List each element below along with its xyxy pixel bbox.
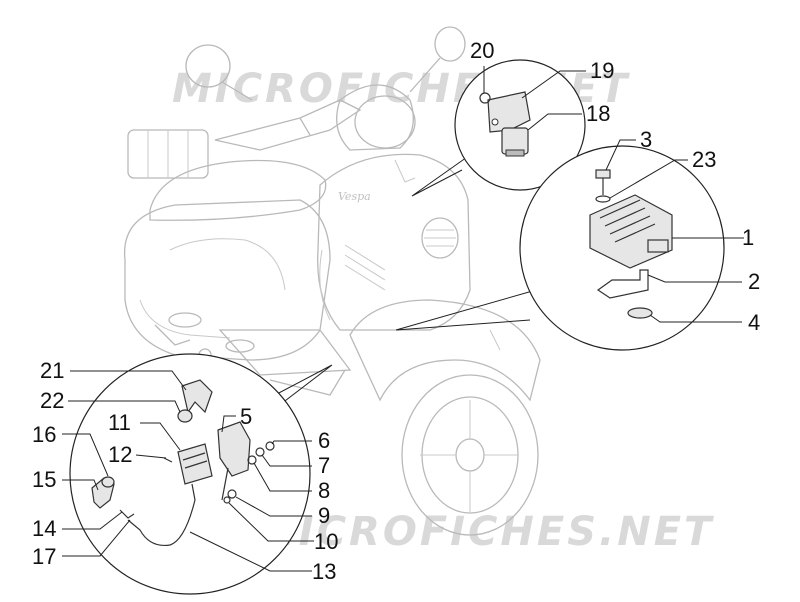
callout-22: 22: [40, 388, 64, 413]
support-bracket-part: [217, 421, 251, 477]
cable-part: [127, 499, 196, 547]
callout-18: 18: [586, 101, 610, 126]
callout-16: 16: [32, 422, 56, 447]
bolt-part: [595, 169, 611, 179]
callout-2: 2: [748, 269, 760, 294]
callout-9: 9: [318, 503, 330, 528]
callout-7: 7: [318, 453, 330, 478]
callout-5: 5: [240, 404, 252, 429]
callout-19: 19: [590, 58, 614, 83]
callout-21: 21: [40, 358, 64, 383]
callout-23: 23: [692, 147, 716, 172]
callout-1: 1: [742, 225, 754, 250]
callout-17: 17: [32, 544, 56, 569]
washer-part: [595, 195, 611, 203]
callout-6: 6: [318, 428, 330, 453]
sensor-cap-part: [101, 476, 115, 488]
callout-11: 11: [108, 410, 131, 435]
detail-circle-bottom: [69, 353, 311, 595]
brand-script: Vespa: [338, 190, 371, 203]
watermark-bottom: MICROFICHES.NET: [256, 509, 714, 555]
detail-circle-right: [519, 145, 725, 351]
plate-part: [627, 307, 653, 319]
callout-labels: 1 2 3 4 5 6 7 8 9 10 11 12 13 14 15 16 1…: [32, 38, 760, 584]
cap-part: [177, 409, 193, 423]
detail-circle-top: [454, 59, 586, 191]
callout-14: 14: [32, 516, 56, 541]
nut-9-part: [227, 489, 237, 499]
nut-part: [479, 92, 491, 104]
washer-6-part: [265, 441, 275, 451]
callout-20: 20: [470, 38, 494, 63]
callout-4: 4: [748, 310, 760, 335]
callout-12: 12: [108, 442, 132, 467]
control-unit-part: [177, 443, 213, 485]
mounting-plate-part: [596, 269, 649, 299]
callout-10: 10: [314, 529, 338, 554]
leader-lines: [62, 66, 744, 572]
nut-10-part: [223, 496, 231, 504]
washer-7-part: [255, 447, 265, 457]
callout-8: 8: [318, 478, 330, 503]
callout-3: 3: [640, 127, 652, 152]
terminal-part: [119, 509, 135, 519]
callout-15: 15: [32, 467, 56, 492]
scooter-outline: Vespa: [123, 26, 541, 536]
washer-8-part: [247, 455, 257, 465]
callout-13: 13: [312, 559, 336, 584]
